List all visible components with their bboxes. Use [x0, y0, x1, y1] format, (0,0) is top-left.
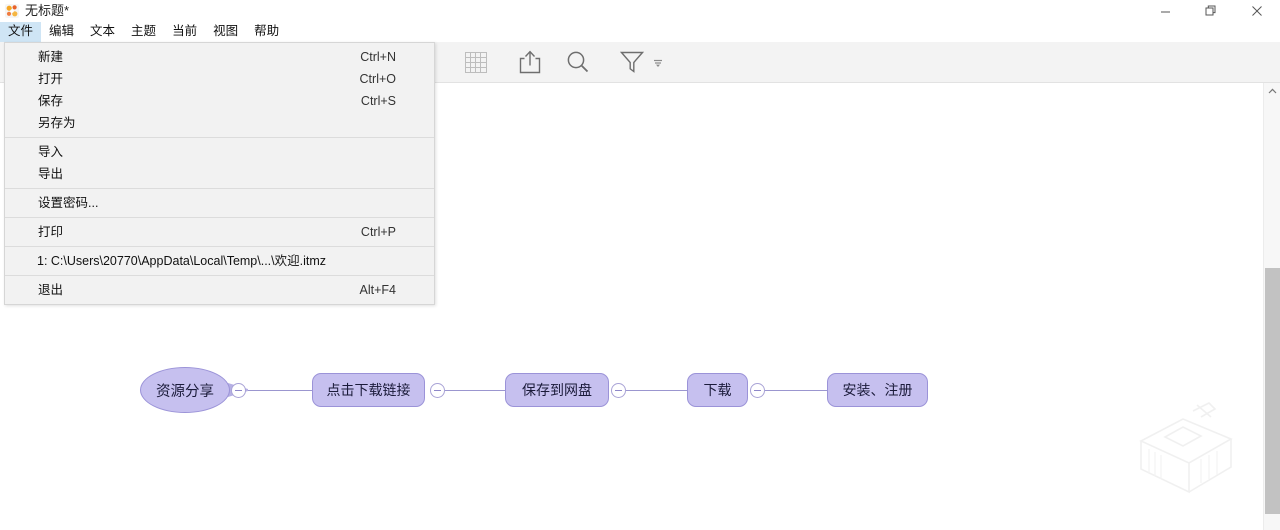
menu-option-label: 打印 — [38, 225, 64, 239]
filter-icon[interactable] — [612, 42, 652, 82]
scrollbar-thumb[interactable] — [1265, 268, 1280, 514]
menu-option-export[interactable]: 导出 — [5, 163, 434, 185]
menu-option-recent-file-1[interactable]: 1: C:\Users\20770\AppData\Local\Temp\...… — [5, 250, 434, 272]
node-label: 资源分享 — [156, 383, 214, 400]
menu-option-save[interactable]: 保存 Ctrl+S — [5, 90, 434, 112]
menu-separator — [5, 275, 434, 276]
mindmap-node-root[interactable]: 资源分享 — [140, 367, 230, 413]
mindmap-node-install-register[interactable]: 安装、注册 — [827, 373, 928, 407]
menu-option-label: 保存 — [38, 94, 64, 108]
mindmap-node-save-to-netdisk[interactable]: 保存到网盘 — [505, 373, 609, 407]
menu-option-import[interactable]: 导入 — [5, 141, 434, 163]
menu-bar: 文件 编辑 文本 主题 当前 视图 帮助 — [0, 22, 1280, 42]
menu-option-shortcut: Ctrl+O — [359, 72, 396, 86]
close-button[interactable] — [1234, 0, 1280, 22]
menu-option-label: 导入 — [38, 145, 64, 159]
collapse-toggle-n1[interactable] — [430, 383, 445, 398]
menu-item-file[interactable]: 文件 — [0, 22, 42, 42]
mindmap-app-icon — [5, 4, 19, 18]
search-icon[interactable] — [558, 42, 598, 82]
menu-option-print[interactable]: 打印 Ctrl+P — [5, 221, 434, 243]
edge-n2-n3 — [626, 390, 687, 391]
menu-option-open[interactable]: 打开 Ctrl+O — [5, 68, 434, 90]
menu-option-shortcut: Alt+F4 — [359, 283, 396, 297]
menu-option-set-password[interactable]: 设置密码... — [5, 192, 434, 214]
collapse-toggle-n2[interactable] — [611, 383, 626, 398]
menu-option-label: 导出 — [38, 167, 64, 181]
menu-item-edit[interactable]: 编辑 — [49, 24, 75, 38]
menu-option-exit[interactable]: 退出 Alt+F4 — [5, 279, 434, 301]
menu-option-label: 打开 — [38, 72, 64, 86]
collapse-toggle-n3[interactable] — [750, 383, 765, 398]
vertical-scrollbar[interactable] — [1263, 83, 1280, 530]
menu-option-label: 退出 — [38, 283, 64, 297]
node-label: 保存到网盘 — [522, 382, 592, 398]
menu-option-new[interactable]: 新建 Ctrl+N — [5, 46, 434, 68]
restore-button[interactable] — [1188, 0, 1234, 22]
menu-option-save-as[interactable]: 另存为 — [5, 112, 434, 134]
share-icon[interactable] — [510, 42, 550, 82]
menu-separator — [5, 188, 434, 189]
edge-n3-n4 — [765, 390, 827, 391]
menu-item-view[interactable]: 视图 — [213, 24, 239, 38]
menu-option-label: 设置密码... — [38, 196, 99, 210]
overflow-chevron-icon[interactable] — [648, 54, 668, 72]
collapse-toggle-root[interactable] — [231, 383, 246, 398]
menu-item-theme[interactable]: 主题 — [131, 24, 157, 38]
menu-separator — [5, 217, 434, 218]
menu-item-help[interactable]: 帮助 — [254, 24, 280, 38]
table-icon[interactable] — [456, 42, 496, 82]
box-logo-watermark — [1131, 393, 1241, 498]
menu-option-label: 另存为 — [38, 116, 76, 130]
title-bar: 无标题* — [0, 0, 1280, 22]
menu-option-label: 新建 — [38, 50, 64, 64]
menu-item-current[interactable]: 当前 — [172, 24, 198, 38]
mindmap-node-click-download-link[interactable]: 点击下载链接 — [312, 373, 425, 407]
mindmap-node-download[interactable]: 下载 — [687, 373, 748, 407]
edge-root-n1 — [246, 390, 312, 391]
menu-option-shortcut: Ctrl+N — [360, 50, 396, 64]
menu-option-shortcut: Ctrl+S — [360, 94, 396, 108]
menu-option-shortcut: Ctrl+P — [360, 225, 396, 239]
node-label: 下载 — [703, 382, 732, 398]
node-label: 点击下载链接 — [326, 382, 411, 398]
edge-n1-n2 — [445, 390, 505, 391]
minimize-button[interactable] — [1142, 0, 1188, 22]
menu-separator — [5, 137, 434, 138]
menu-item-text[interactable]: 文本 — [90, 24, 116, 38]
file-dropdown-menu[interactable]: 新建 Ctrl+N 打开 Ctrl+O 保存 Ctrl+S 另存为 导入 导出 … — [4, 42, 435, 305]
menu-separator — [5, 246, 434, 247]
menu-option-label: 1: C:\Users\20770\AppData\Local\Temp\...… — [37, 254, 327, 268]
scroll-up-arrow-icon[interactable] — [1264, 83, 1280, 100]
node-label: 安装、注册 — [842, 382, 913, 398]
window-controls — [1142, 0, 1280, 22]
window-title: 无标题* — [25, 3, 70, 18]
